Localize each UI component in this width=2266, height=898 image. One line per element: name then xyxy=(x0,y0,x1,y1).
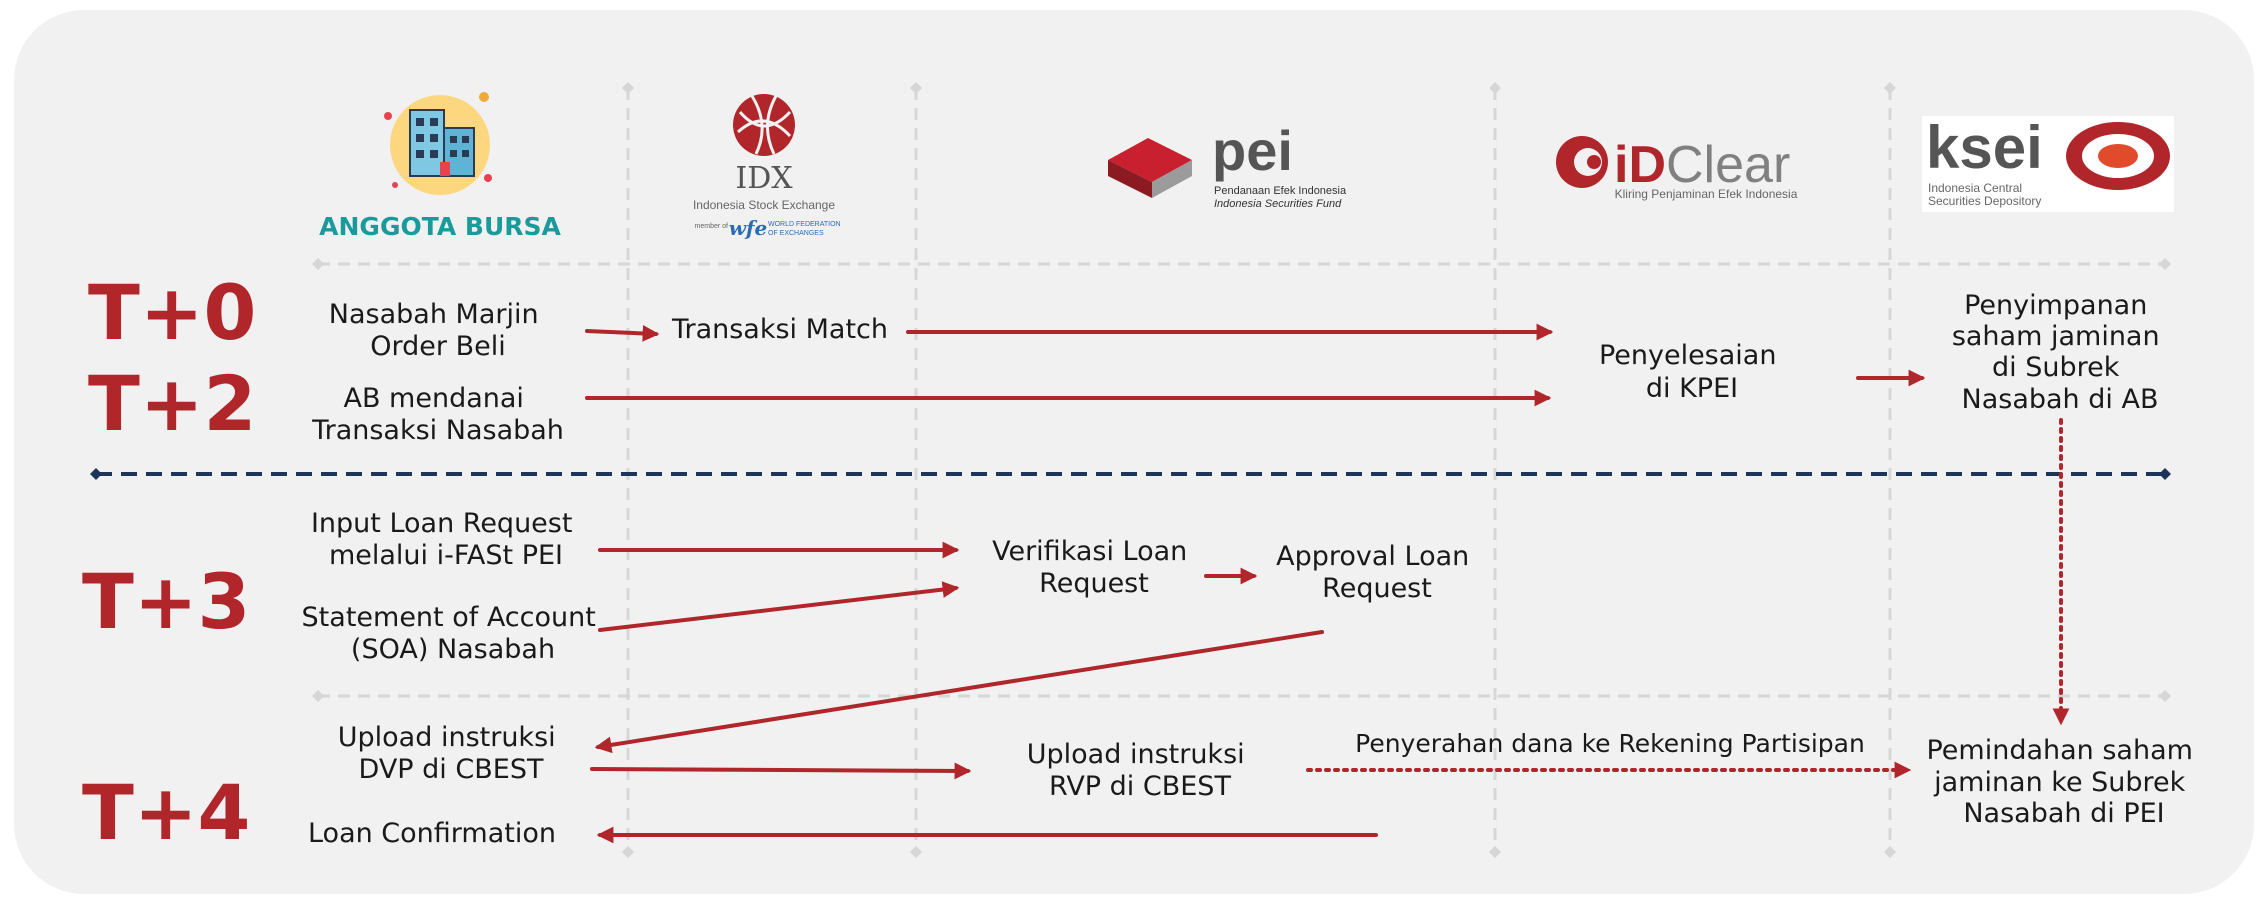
step-penyimpanan: Penyimpanan saham jaminan di Subrek Nasa… xyxy=(1952,290,2168,415)
day-t0: T+0 xyxy=(88,268,256,357)
building-icon xyxy=(409,109,475,177)
day-t3: T+3 xyxy=(82,557,250,646)
step-input-loan: Input Loan Request melalui i-FASt PEI xyxy=(311,508,581,571)
step-transaksi-match: Transaksi Match xyxy=(671,314,888,345)
ksei-subtitle-2: Securities Depository xyxy=(1928,194,2041,208)
ksei-name: ksei xyxy=(1926,114,2043,181)
idx-logo: IDX Indonesia Stock Exchange member of w… xyxy=(693,94,841,240)
pei-name: pei xyxy=(1212,119,1293,182)
step-penyerahan: Penyerahan dana ke Rekening Partisipan xyxy=(1355,729,1865,758)
arrow-order-to-match xyxy=(585,325,660,342)
pei-logo: pei Pendanaan Efek Indonesia Indonesia S… xyxy=(1108,119,1347,210)
decor-dot xyxy=(384,112,392,120)
idx-member-of: member of xyxy=(695,223,729,230)
decor-dot xyxy=(479,92,489,102)
wfe-text-1: WORLD FEDERATION xyxy=(768,221,841,228)
idclear-subtitle: Kliring Penjaminan Efek Indonesia xyxy=(1615,187,1798,201)
arrow-soa-to-verifikasi xyxy=(598,581,960,632)
pei-subtitle-2: Indonesia Securities Fund xyxy=(1214,198,1342,210)
dotted-arrows xyxy=(1306,418,2070,779)
idclear-name-id: iD xyxy=(1614,136,1666,194)
step-ab-mendanai: AB mendanai Transaksi Nasabah xyxy=(311,383,564,446)
anggota-bursa-label: ANGGOTA BURSA xyxy=(319,212,561,241)
wfe-icon: wfe xyxy=(729,216,768,240)
decor-dot xyxy=(484,174,492,182)
flow-arrows xyxy=(585,323,1926,844)
anggota-bursa-logo: ANGGOTA BURSA xyxy=(319,92,561,241)
step-approval: Approval Loan Request xyxy=(1276,541,1478,604)
step-pemindahan: Pemindahan saham jaminan ke Subrek Nasab… xyxy=(1926,735,2201,829)
idx-subtitle: Indonesia Stock Exchange xyxy=(693,198,835,212)
step-penyelesaian: Penyelesaian di KPEI xyxy=(1599,340,1785,404)
ksei-logo: ksei Indonesia Central Securities Deposi… xyxy=(1922,114,2174,212)
idclear-logo: iDClear Kliring Penjaminan Efek Indonesi… xyxy=(1556,136,1798,201)
day-t4: T+4 xyxy=(82,768,250,857)
wfe-text-2: OF EXCHANGES xyxy=(768,230,824,237)
step-nasabah-order: Nasabah Marjin Order Beli xyxy=(329,299,547,362)
pei-subtitle-1: Pendanaan Efek Indonesia xyxy=(1214,185,1347,197)
ksei-subtitle-1: Indonesia Central xyxy=(1928,181,2022,195)
day-t2: T+2 xyxy=(88,359,256,448)
decor-dot xyxy=(392,182,398,188)
arrow-dvp-to-rvp xyxy=(590,762,972,780)
step-upload-dvp: Upload instruksi DVP di CBEST xyxy=(338,722,564,785)
step-verifikasi: Verifikasi Loan Request xyxy=(992,536,1196,599)
arrow-approval-to-dvp xyxy=(594,630,1324,754)
step-upload-rvp: Upload instruksi RVP di CBEST xyxy=(1027,739,1253,802)
idclear-name-clear: Clear xyxy=(1666,136,1790,194)
step-soa: Statement of Account (SOA) Nasabah xyxy=(302,602,605,665)
pei-mark-icon xyxy=(1108,138,1192,182)
step-loan-confirmation: Loan Confirmation xyxy=(308,818,556,849)
idx-name: IDX xyxy=(735,161,793,196)
svg-text:iDClear: iDClear xyxy=(1614,136,1790,194)
